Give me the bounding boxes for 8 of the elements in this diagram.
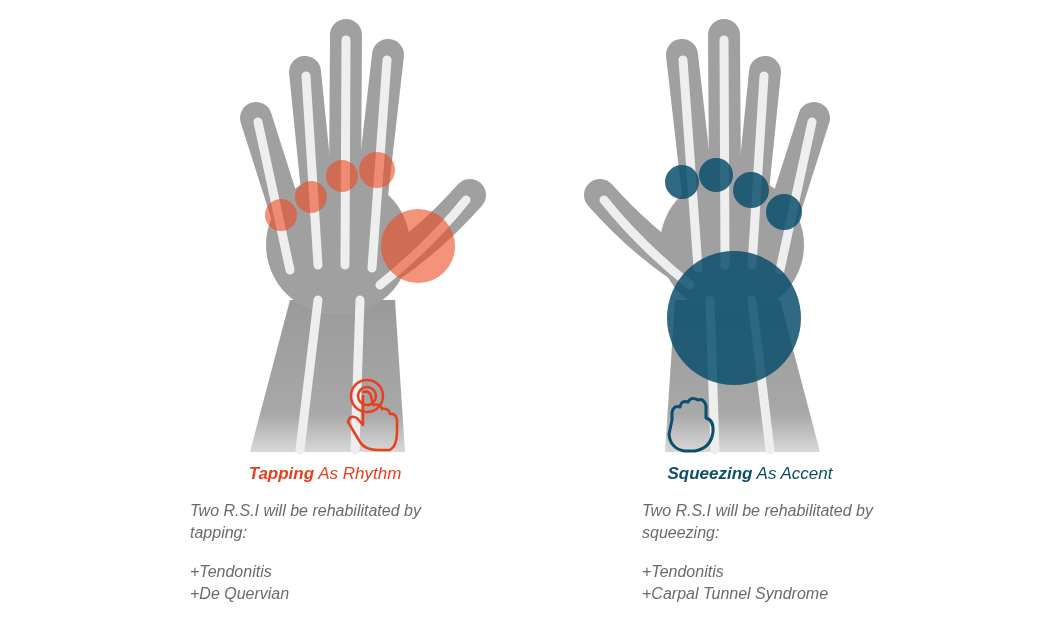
description: Two R.S.I will be rehabilitated by tapping: — [190, 501, 423, 543]
description: Two R.S.I will be rehabilitated by squeezing: — [642, 501, 875, 543]
list-item: +Tendonitis — [642, 562, 725, 582]
list-item: +Carpal Tunnel Syndrome — [642, 584, 830, 604]
list-item: +Tendonitis — [190, 562, 273, 582]
list-item: +De Quervian — [190, 584, 291, 604]
heading: Squeezing As Accent — [666, 463, 834, 485]
heading: Tapping As Rhythm — [247, 463, 403, 485]
